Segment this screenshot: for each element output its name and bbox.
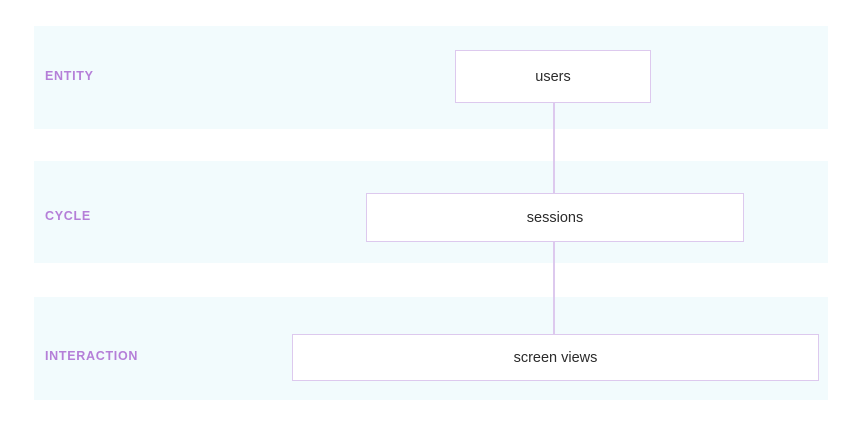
node-box-users[interactable]: users bbox=[455, 50, 651, 103]
node-label-sessions: sessions bbox=[526, 209, 584, 226]
node-label-users: users bbox=[535, 68, 571, 85]
connector-sessions-to-screen-views bbox=[553, 241, 555, 334]
tier-label-entity: ENTITY bbox=[45, 69, 94, 83]
tier-label-interaction: INTERACTION bbox=[45, 349, 139, 363]
node-label-screen-views: screen views bbox=[513, 349, 598, 366]
tier-label-cycle: CYCLE bbox=[45, 209, 91, 223]
connector-users-to-sessions bbox=[553, 102, 555, 193]
node-box-sessions[interactable]: sessions bbox=[366, 193, 744, 242]
node-box-screen-views[interactable]: screen views bbox=[292, 334, 819, 381]
tier-band-entity bbox=[34, 26, 828, 129]
